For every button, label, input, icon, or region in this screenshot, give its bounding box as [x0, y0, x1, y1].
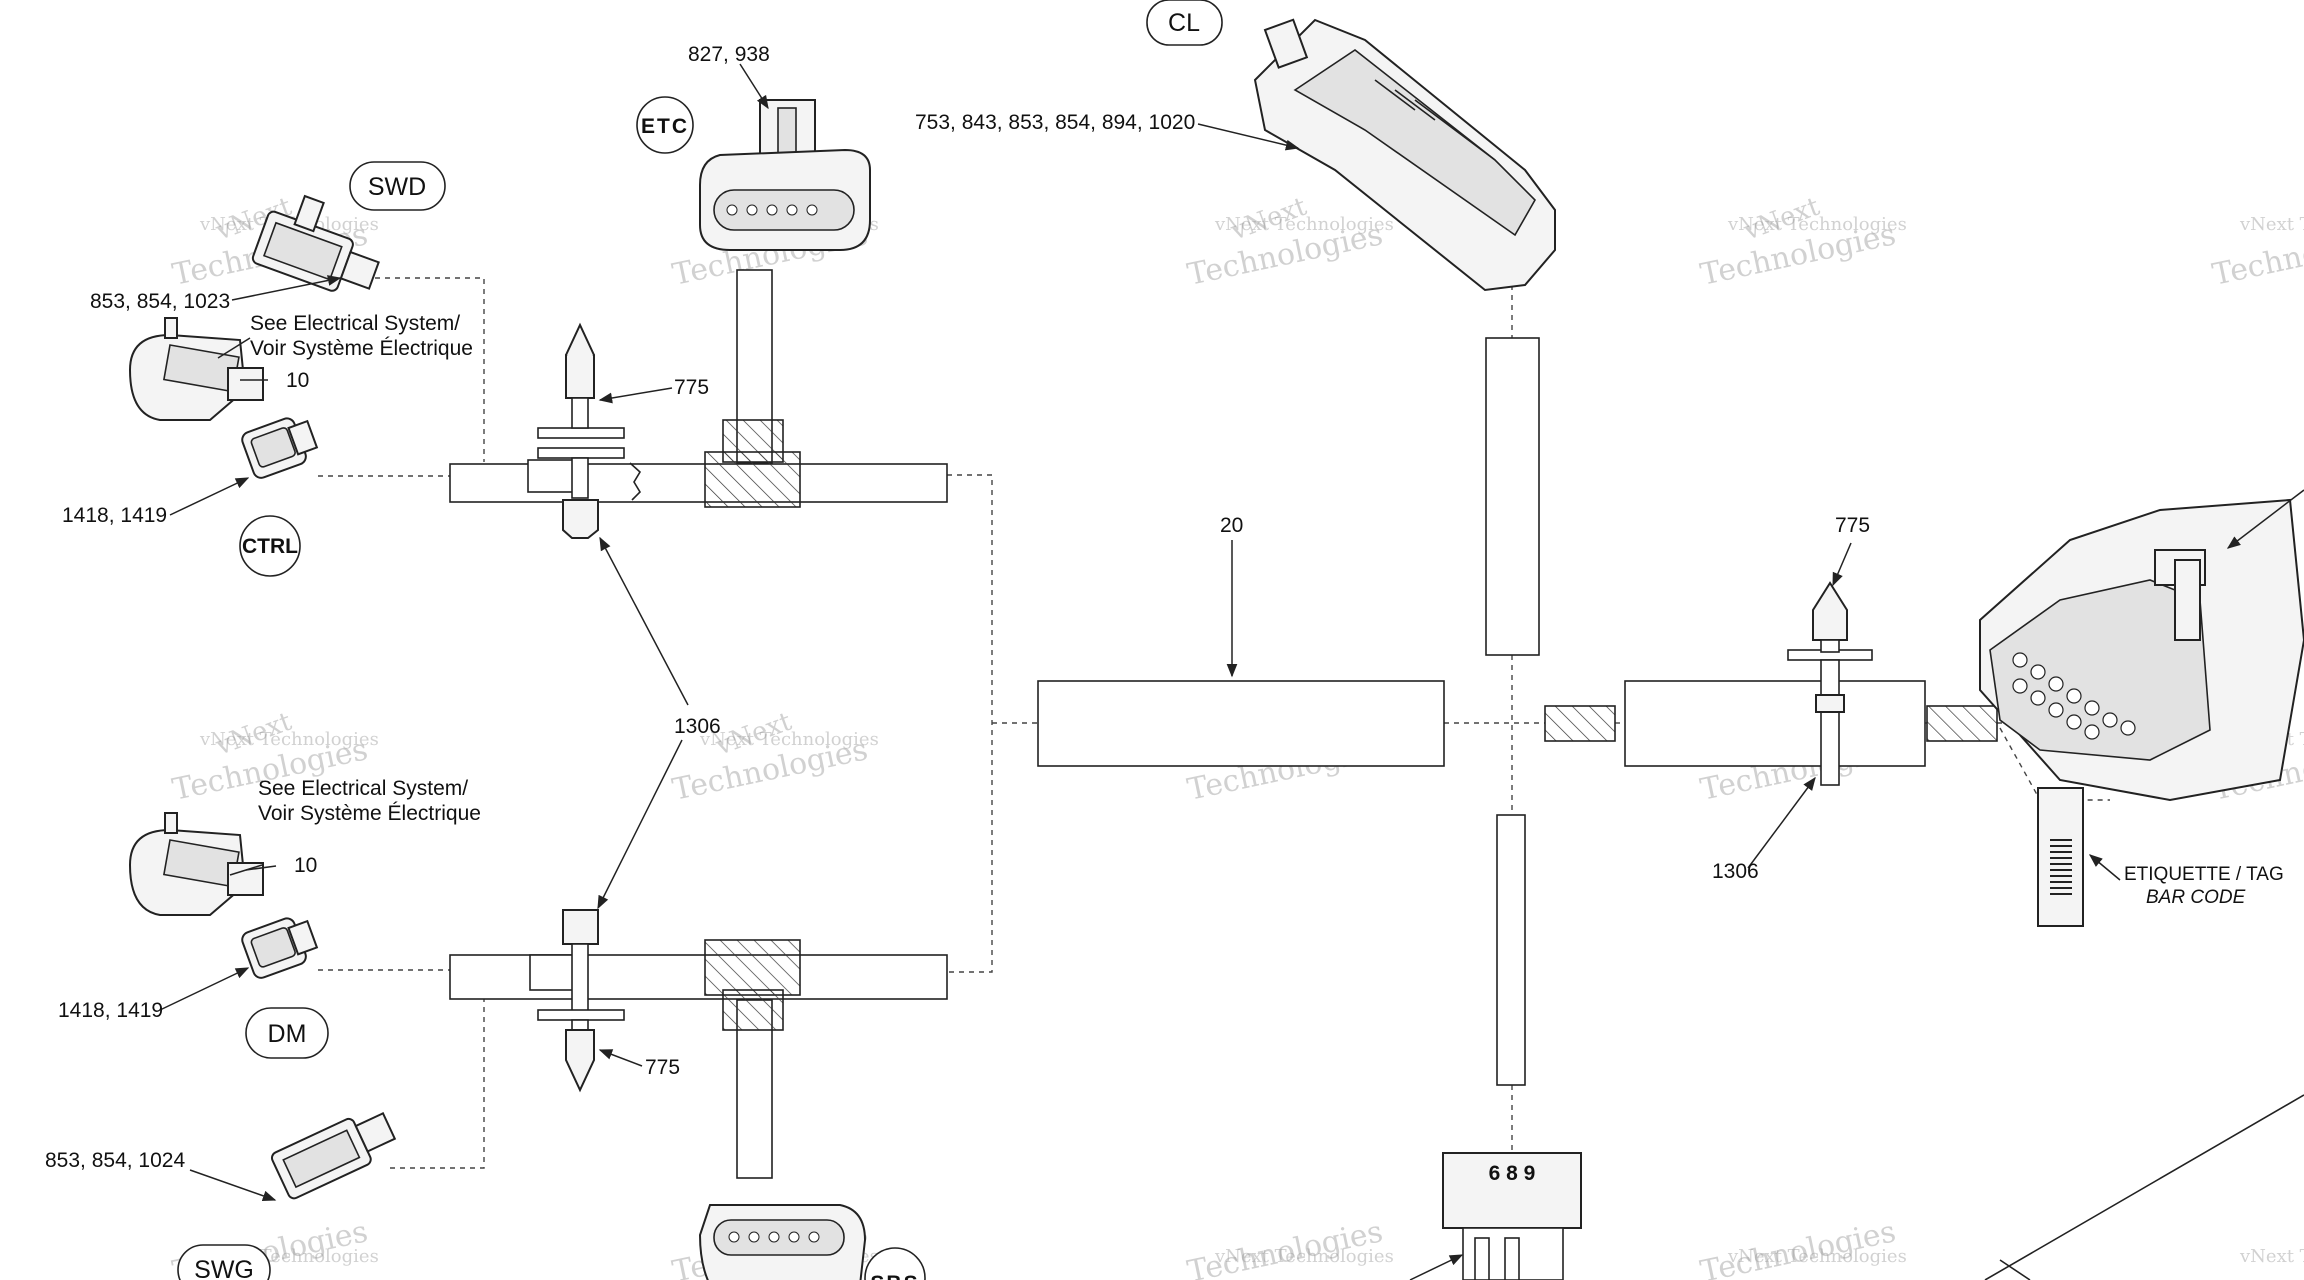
tag-etc: ETC — [636, 96, 694, 154]
svg-text:775: 775 — [674, 376, 709, 399]
watermark: vNext Technologies — [2239, 1246, 2304, 1267]
svg-text:1418, 1419: 1418, 1419 — [62, 504, 167, 527]
relay-box-icon — [1442, 1152, 1582, 1280]
upper-left-harness-branch — [449, 269, 948, 539]
cl-connector-icon — [1253, 18, 1556, 292]
tag-dm: DM — [245, 1007, 329, 1059]
svg-text:775: 775 — [1835, 514, 1870, 537]
svg-text:vNext Technologies: vNext Technologies — [1214, 1246, 1394, 1267]
watermark: vNext Technologies Technologies — [1184, 1214, 1393, 1280]
pin-rows — [2012, 652, 2136, 740]
svg-text:SWG: SWG — [194, 1256, 254, 1280]
main-harness-trunk — [1037, 337, 1998, 1086]
svg-text:See Electrical System/: See Electrical System/ — [258, 777, 468, 800]
sbs-connector-icon — [698, 1204, 867, 1280]
watermark: vNext Technologies Technologies vNext — [1184, 192, 1393, 293]
svg-text:vNext Technologies: vNext Technologies — [1727, 214, 1907, 235]
etc-connector-icon — [699, 99, 871, 251]
tag-swg: SWG — [177, 1244, 271, 1280]
svg-text:10: 10 — [294, 854, 317, 877]
svg-text:20: 20 — [1220, 514, 1243, 537]
watermark: vNext Technologies Technologies — [1697, 1214, 1906, 1280]
svg-text:vNext Technologies: vNext Technologies — [1214, 214, 1394, 235]
svg-text:vNext Technologies: vNext Technologies — [2239, 1246, 2304, 1267]
swd-connector-icon — [251, 194, 380, 292]
svg-text:ETC: ETC — [641, 115, 689, 138]
svg-text:853, 854, 1024: 853, 854, 1024 — [45, 1149, 185, 1172]
tag-cl: CL — [1146, 0, 1223, 46]
large-connector-icon — [1979, 498, 2304, 802]
svg-text:vNext Technologies: vNext Technologies — [699, 729, 879, 750]
lower-left-harness-branch — [449, 909, 948, 1179]
svg-text:1306: 1306 — [1712, 860, 1759, 883]
svg-text:SBS: SBS — [870, 1272, 919, 1280]
svg-text:DM: DM — [268, 1020, 307, 1048]
frame-line — [1984, 1094, 2304, 1280]
tag-ctrl: CTRL — [239, 515, 301, 577]
pressure-sensor-icon — [128, 317, 264, 421]
svg-text:10: 10 — [286, 369, 309, 392]
part-labels: 827, 938 753, 843, 853, 854, 894, 1020 8… — [45, 43, 2284, 1185]
barcode-tag-icon — [2037, 787, 2084, 927]
tag-sbs: SBS — [864, 1247, 926, 1280]
svg-text:775: 775 — [645, 1056, 680, 1079]
svg-text:Voir Système Électrique: Voir Système Électrique — [250, 337, 473, 360]
ctrl-plug-icon — [241, 417, 319, 479]
tag-swd: SWD — [349, 161, 446, 211]
svg-text:BAR CODE: BAR CODE — [2146, 887, 2246, 908]
swg-connector-icon — [270, 1112, 397, 1200]
svg-text:853, 854, 1023: 853, 854, 1023 — [90, 290, 230, 313]
svg-text:vNext Technologies: vNext Technologies — [2239, 214, 2304, 235]
watermark: vNext Technologies Technologies vNext — [1697, 192, 1906, 293]
svg-text:SWD: SWD — [368, 173, 426, 201]
svg-text:CTRL: CTRL — [242, 535, 298, 558]
svg-text:vNext Technologies: vNext Technologies — [199, 729, 379, 750]
svg-text:vNext Technologies: vNext Technologies — [1727, 1246, 1907, 1267]
svg-text:See Electrical System/: See Electrical System/ — [250, 312, 460, 335]
dm-plug-icon — [241, 917, 319, 979]
svg-text:827, 938: 827, 938 — [688, 43, 770, 66]
svg-text:6 8 9: 6 8 9 — [1489, 1162, 1536, 1185]
pressure-sensor-icon — [128, 812, 264, 916]
svg-text:Voir Système Électrique: Voir Système Électrique — [258, 802, 481, 825]
leader-lines — [159, 63, 2304, 1280]
svg-text:ETIQUETTE / TAG: ETIQUETTE / TAG — [2124, 864, 2284, 885]
watermark: vNext Technologies Technologies — [2209, 214, 2304, 293]
svg-text:1418, 1419: 1418, 1419 — [58, 999, 163, 1022]
svg-text:753, 843, 853, 854, 894, 1020: 753, 843, 853, 854, 894, 1020 — [915, 111, 1195, 134]
svg-text:1306: 1306 — [674, 715, 721, 738]
svg-text:CL: CL — [1168, 9, 1200, 37]
